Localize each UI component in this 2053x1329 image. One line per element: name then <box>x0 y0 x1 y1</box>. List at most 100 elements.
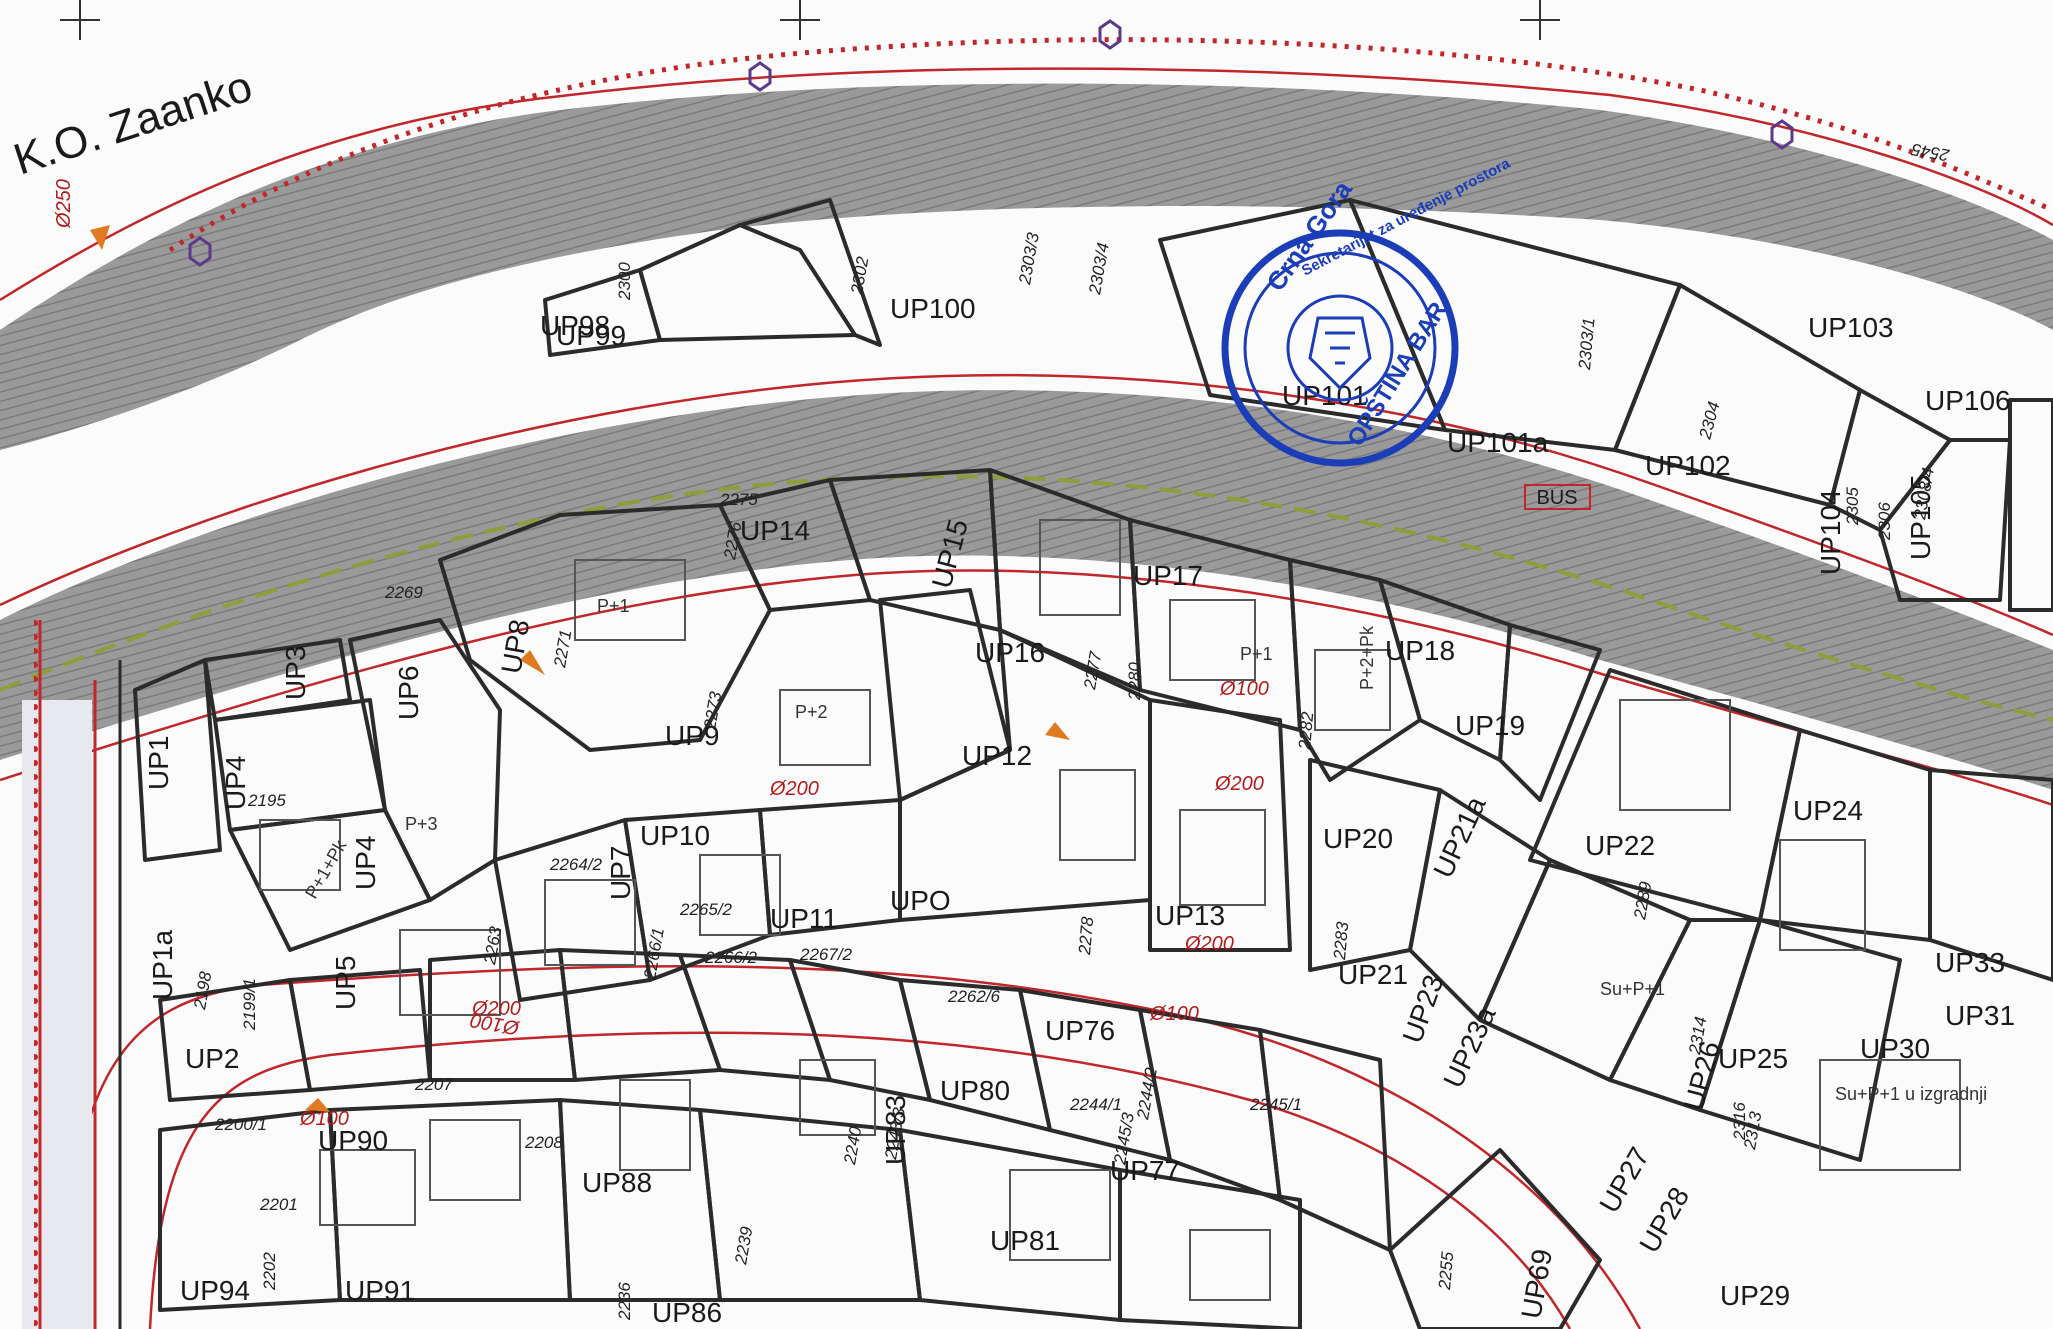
plot-label: UP11 <box>770 903 838 934</box>
plot-label: UP12 <box>962 740 1032 771</box>
parcel-number: 2275 <box>719 490 758 509</box>
parcel-number: 2300 <box>615 262 634 301</box>
plot-label: UP27 <box>1593 1142 1655 1218</box>
building-footprints <box>259 519 1961 1301</box>
upper-road-band <box>0 83 2053 451</box>
plot-label: UP23a <box>1437 1001 1501 1092</box>
plot-label: UP101a <box>1447 427 1549 458</box>
plot-label: UP18 <box>1385 635 1455 666</box>
plot-label: UP29 <box>1720 1280 1790 1311</box>
parcel-number: 2280 <box>1125 662 1144 701</box>
plot-label: UP80 <box>940 1075 1010 1106</box>
plot-label: UP25 <box>1718 1043 1788 1074</box>
pipe-label: Ø100 <box>1149 1003 1199 1025</box>
plot-label: UP104 <box>1815 489 1846 575</box>
parcel-number: 2271 <box>550 628 575 670</box>
plot-label: UP101 <box>1282 380 1368 411</box>
parcel-number: 2304 <box>1695 400 1723 442</box>
plot-label: UPO <box>890 885 951 916</box>
parcel-number: 2267/2 <box>799 945 853 964</box>
pipe-label: Ø200 <box>1214 773 1264 795</box>
parcel-number: 2278 <box>1075 915 1097 956</box>
plot-label: UP102 <box>1645 450 1731 481</box>
plot-label: UP98 <box>540 310 610 341</box>
plot-labels: UP1UP1aUP2UP3UP4UP4UP5UP6UP7UP8UP9UP10UP… <box>143 293 2015 1328</box>
pipe-label: Ø100 <box>299 1108 349 1130</box>
parcel-number: 2269 <box>384 583 423 602</box>
district-label: K.O. Zaanko <box>8 62 258 185</box>
parcel-outlines <box>133 198 2053 1329</box>
plot-label: UP5 <box>330 956 361 1010</box>
plot-label: UP81 <box>990 1225 1060 1256</box>
plot-label: UP99 <box>556 320 626 351</box>
parcel-number: 2303/4 <box>1085 241 1113 296</box>
parcel-number: 2262/6 <box>947 987 1001 1006</box>
pipe-label: Ø200 <box>1184 933 1234 955</box>
parcel-number: 2277 <box>1080 650 1106 692</box>
parcel-number: 2273 <box>700 690 726 732</box>
plot-label: UP20 <box>1323 823 1393 854</box>
floor-label: P+3 <box>405 814 438 834</box>
parcel-number: 2303/1 <box>1575 317 1599 371</box>
plot-label: UP100 <box>890 293 976 324</box>
parcel-number: 2198 <box>190 970 216 1012</box>
parcel-number: 2201 <box>259 1195 298 1214</box>
plot-label: UP28 <box>1633 1182 1695 1258</box>
parcel-number: 2240 <box>840 1125 866 1167</box>
plot-label: UP83 <box>880 1095 911 1165</box>
plot-label: UP1 <box>143 736 174 790</box>
plot-label: UP106 <box>1925 385 2011 416</box>
plot-label: UP16 <box>975 637 1045 668</box>
parcel-number: 2316 <box>1730 1102 1749 1141</box>
plot-label: UP69 <box>1515 1247 1558 1321</box>
parcel-number: 2264/2 <box>549 855 603 874</box>
pipe-line <box>168 37 2053 253</box>
parcel-number: 2244/1 <box>1069 1095 1122 1114</box>
floor-label: P+1 <box>597 596 630 616</box>
plot-label: UP88 <box>582 1167 652 1198</box>
parcel-number: 2303/3 <box>1015 231 1043 287</box>
parcel-number: 2266/2 <box>704 948 758 967</box>
parcel-number: 2265/2 <box>679 900 733 919</box>
plot-label: UP22 <box>1585 830 1655 861</box>
parcel-number: 2202 <box>260 1252 279 1291</box>
pipe-label: Ø250 <box>53 179 75 229</box>
pipe-label: Ø200 <box>471 998 521 1020</box>
plot-label: UP90 <box>318 1125 388 1156</box>
plot-label: UP103 <box>1808 312 1894 343</box>
plot-label: UP91 <box>345 1275 415 1306</box>
plot-label: UP8 <box>495 617 535 676</box>
plot-label: UP13 <box>1155 900 1225 931</box>
bus-label: BUS <box>1536 487 1577 509</box>
plot-label: UP33 <box>1935 947 2005 978</box>
plot-label: UP7 <box>605 846 636 900</box>
parcel-number: 2208 <box>524 1133 563 1152</box>
floor-label: P+1+Pk <box>301 836 351 902</box>
floor-label: Su+P+1 <box>1600 979 1665 999</box>
parcel-number: 2239 <box>731 1225 757 1267</box>
pipe-label: Ø200 <box>769 778 819 800</box>
arrow-markers <box>90 225 1070 1112</box>
plot-label: UP2 <box>185 1043 239 1074</box>
parcel-number: 2245/1 <box>1249 1095 1302 1114</box>
floor-label: P+2 <box>795 702 828 722</box>
plot-label: UP3 <box>280 646 311 700</box>
plot-label: UP76 <box>1045 1015 1115 1046</box>
plot-label: UP17 <box>1133 560 1203 591</box>
plot-label: UP1a <box>147 930 178 1000</box>
plot-label: UP4 <box>220 756 251 810</box>
floor-label: P+1 <box>1240 644 1273 664</box>
plot-label: UP21 <box>1338 959 1408 990</box>
plot-label: UP9 <box>665 720 719 751</box>
bus-stop-sign: BUS <box>1524 484 1591 510</box>
parcel-number: 2282 <box>1295 710 1317 751</box>
parcel-number: 2255 <box>1435 1250 1457 1291</box>
plot-label: UP19 <box>1455 710 1525 741</box>
floor-label: P+2+Pk <box>1357 625 1377 690</box>
plot-label: UP24 <box>1793 795 1863 826</box>
plot-label: UP86 <box>652 1297 722 1328</box>
lower-road-band <box>0 390 2053 790</box>
